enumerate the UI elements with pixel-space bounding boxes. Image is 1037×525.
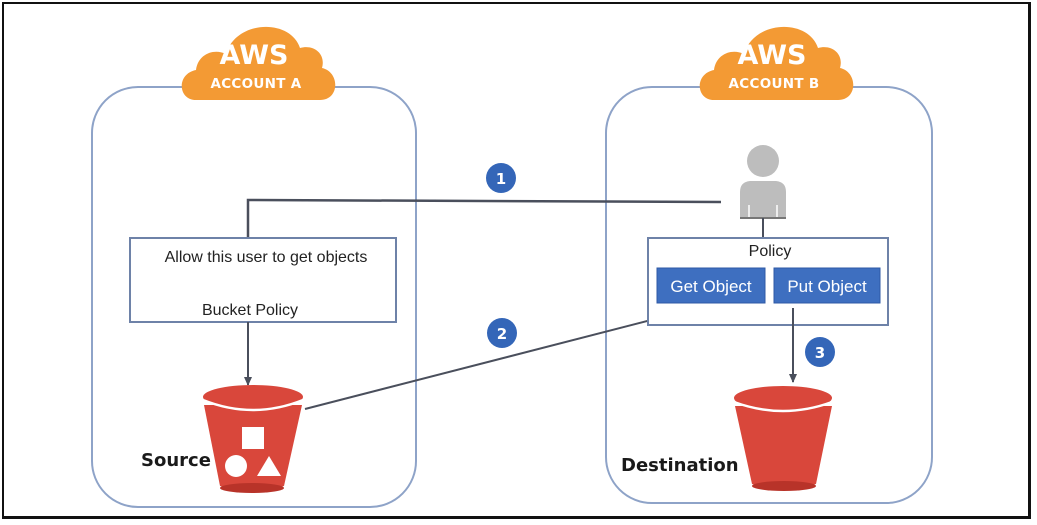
cloud-subtitle: ACCOUNT A xyxy=(210,76,301,92)
triangle-shape-icon xyxy=(257,456,281,476)
step-2-arrow xyxy=(304,308,691,410)
bucket-policy-box: Allow this user to get objects Bucket Po… xyxy=(129,237,397,323)
bucket-policy-title: Bucket Policy xyxy=(202,302,298,319)
user-policy-title: Policy xyxy=(749,243,792,260)
cloud-title: AWS xyxy=(738,40,807,71)
source-bucket xyxy=(202,385,304,493)
circle-shape-icon xyxy=(225,455,247,477)
user-icon xyxy=(740,145,786,219)
square-shape-icon xyxy=(242,427,264,449)
cloud-subtitle: ACCOUNT B xyxy=(729,76,820,92)
get-object-action: Get Object xyxy=(656,267,766,304)
step-1-connector xyxy=(246,198,722,238)
bucket-icon xyxy=(735,406,832,489)
user-policy-box: Policy Get Object Put Object xyxy=(647,237,889,326)
step-1-number: 1 xyxy=(496,170,506,188)
bucket-policy-statement: Allow this user to get objects xyxy=(165,249,368,266)
destination-bucket xyxy=(733,386,833,491)
step-2-badge: 2 xyxy=(487,318,517,348)
cloud-icon xyxy=(181,26,336,100)
step-3-number: 3 xyxy=(815,344,825,362)
aws-cloud-account-b: AWS ACCOUNT B xyxy=(699,26,854,100)
destination-label: Destination xyxy=(621,455,739,476)
step-2-number: 2 xyxy=(497,325,507,343)
cloud-icon xyxy=(699,26,854,100)
source-label: Source xyxy=(141,450,211,471)
get-object-label: Get Object xyxy=(670,277,752,296)
put-object-label: Put Object xyxy=(787,277,867,296)
aws-cloud-account-a: AWS ACCOUNT A xyxy=(181,26,336,100)
put-object-action: Put Object xyxy=(773,267,881,304)
cloud-title: AWS xyxy=(220,40,289,71)
step-3-badge: 3 xyxy=(805,337,835,367)
step-1-badge: 1 xyxy=(486,163,516,193)
